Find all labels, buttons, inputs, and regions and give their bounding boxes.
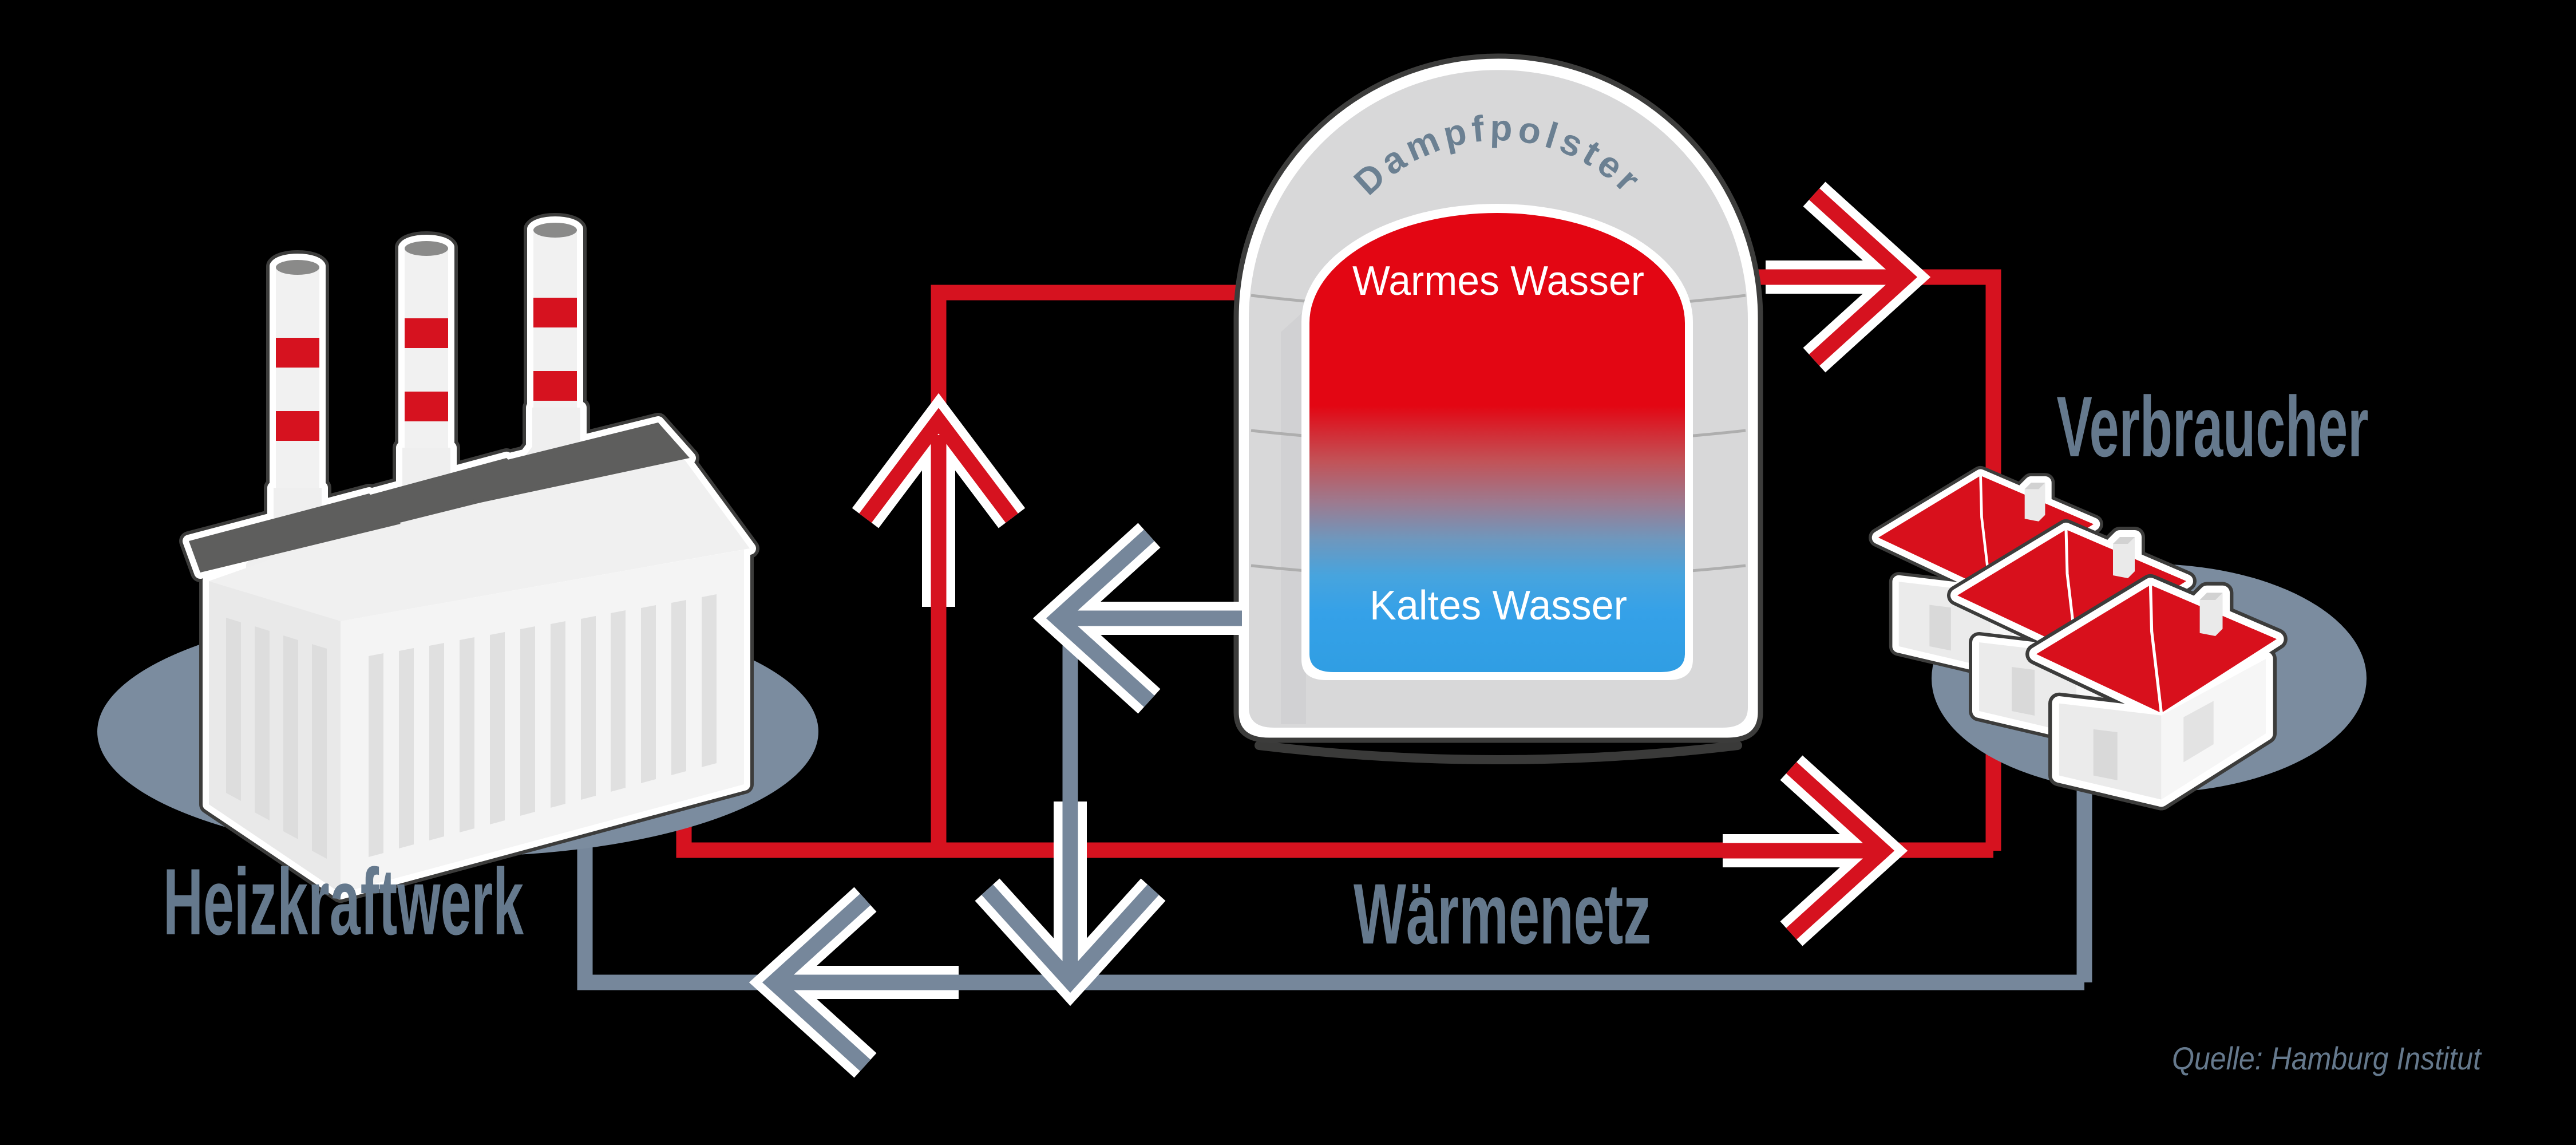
factory-front-windows <box>369 594 717 857</box>
storage-tank <box>1233 53 1763 764</box>
arrow-up-red-icon <box>852 393 1026 607</box>
tank-water-vessel <box>1309 213 1685 672</box>
arrow-left-gray-tank-icon <box>1032 523 1242 714</box>
label-kaltes-wasser: Kaltes Wasser <box>1370 583 1627 629</box>
tank-shadow <box>1255 741 1742 764</box>
label-waermenetz: Wärmenetz <box>1354 866 1651 962</box>
factory-illustration <box>189 223 750 893</box>
factory-side-windows <box>226 618 327 859</box>
arrow-right-red-top-icon <box>1766 181 1931 373</box>
house-front <box>2036 585 2277 800</box>
label-warmes-wasser: Warmes Wasser <box>1352 258 1644 304</box>
tank-casing-shade <box>1281 309 1306 724</box>
arrow-left-gray-bottom-icon <box>749 887 959 1078</box>
label-heizkraftwerk: Heizkraftwerk <box>163 849 524 954</box>
tank-water-labels: Warmes Wasser Kaltes Wasser <box>1352 258 1644 629</box>
houses-illustration <box>1878 476 2277 800</box>
chimney-stripes <box>276 298 577 441</box>
label-quelle: Quelle: Hamburg Institut <box>2172 1040 2482 1076</box>
pipe-factory-to-tank <box>931 285 1259 850</box>
arrow-down-gray-icon <box>975 802 1166 1006</box>
labels: Heizkraftwerk Verbraucher Wärmenetz Quel… <box>163 378 2482 1076</box>
label-verbraucher: Verbraucher <box>2057 378 2369 475</box>
factory-fills <box>189 223 750 893</box>
arrow-right-red-bottom-icon <box>1723 755 1908 946</box>
